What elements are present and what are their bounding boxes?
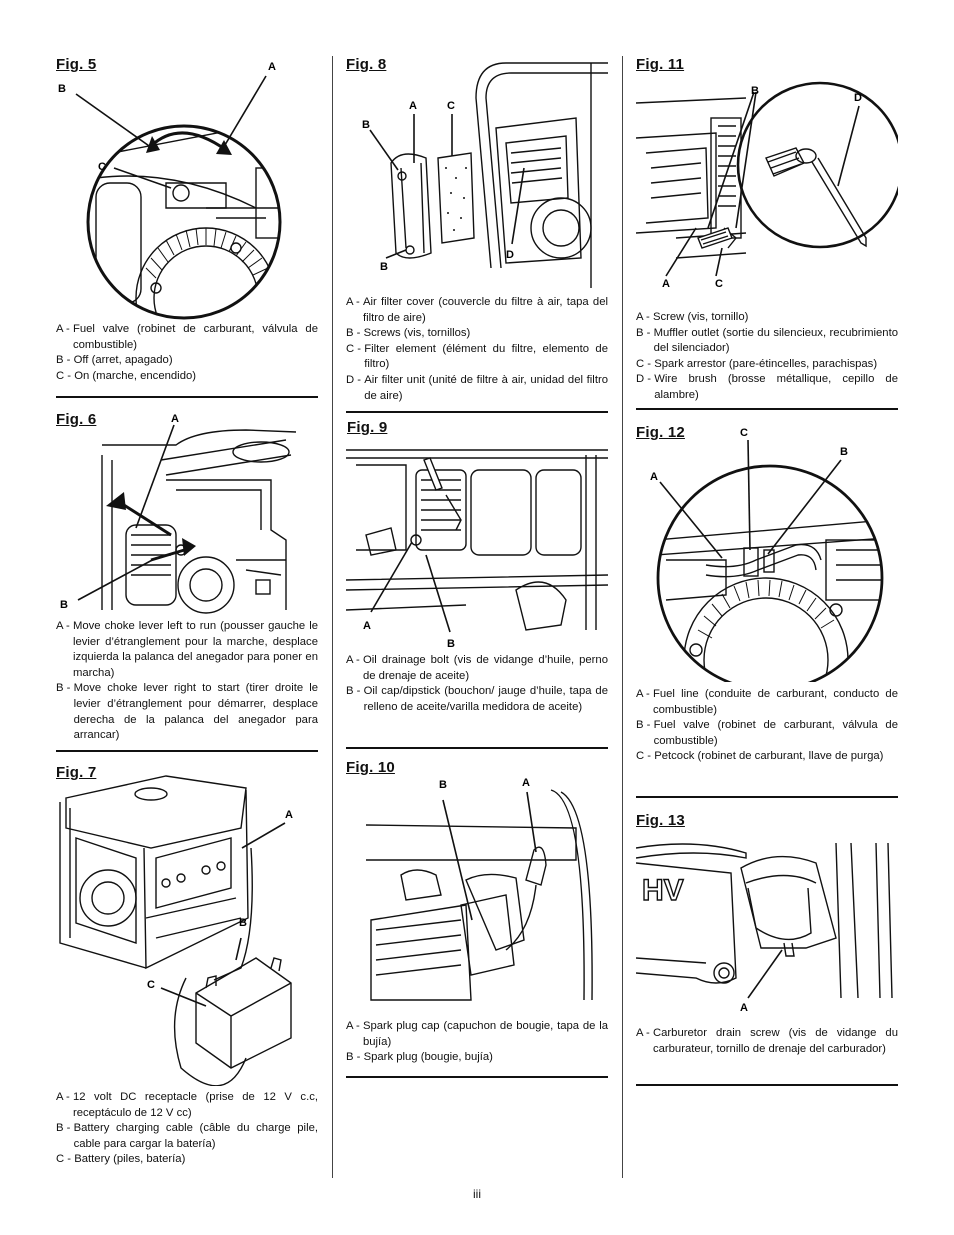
fig12-title: Fig. 12 [636, 424, 685, 441]
column-divider-left [332, 56, 333, 1178]
fig11-illustration-spark-arrestor: B D A C [636, 78, 898, 306]
page-number: iii [473, 1187, 481, 1201]
fig9-rule [346, 747, 608, 749]
fig7-legend: A - 12 volt DC receptacle (prise de 12 V… [56, 1090, 318, 1168]
fig5-callout-c: C [98, 161, 106, 173]
legend-item: C - Filter element (élément du filtre, e… [346, 342, 608, 371]
fig6-callout-a: A [171, 413, 179, 425]
fig13-legend: A - Carburetor drain screw (vis de vidan… [636, 1026, 898, 1057]
fig7-callout-b: B [239, 917, 247, 929]
fig5-legend: A - Fuel valve (robinet de carburant, vá… [56, 322, 318, 384]
fig8-title: Fig. 8 [346, 56, 387, 73]
legend-item: B - Off (arret, apagado) [56, 354, 173, 367]
fig8-rule [346, 411, 608, 413]
fig7-title: Fig. 7 [56, 764, 97, 781]
fig9-title: Fig. 9 [347, 419, 388, 436]
fig13-hv-engine-mark: HV [642, 874, 684, 907]
fig10-illustration-spark-plug: B A [346, 770, 608, 1010]
legend-item: A - Oil drainage bolt (vis de vidange d’… [346, 654, 608, 682]
fig13-callout-a: A [740, 1002, 748, 1014]
legend-item: B - Spark plug (bougie, bujía) [346, 1051, 493, 1064]
fig8-callout-a: A [409, 100, 417, 112]
legend-item: A - Fuel valve (robinet de carburant, vá… [56, 323, 318, 351]
fig8-callout-c: C [447, 100, 455, 112]
fig12-legend: A - Fuel line (conduite de carburant, co… [636, 687, 898, 765]
fig6-title: Fig. 6 [56, 411, 97, 428]
fig10-title: Fig. 10 [346, 759, 395, 776]
legend-item: C - Petcock (robinet de carburant, llave… [636, 750, 884, 763]
fig7-callout-c: C [147, 979, 155, 991]
legend-item: A - Air filter cover (couvercle du filtr… [346, 296, 608, 324]
legend-item: B - Move choke lever right to start (tir… [56, 682, 318, 742]
fig7-illustration-battery-charging: A B C [56, 768, 318, 1086]
fig8-callout-d: D [506, 249, 514, 261]
legend-item: C - On (marche, encendido) [56, 369, 197, 382]
fig13-rule [636, 1084, 898, 1086]
legend-item: B - Oil cap/dipstick (bouchon/ jauge d’h… [346, 685, 608, 713]
legend-item: A - Fuel line (conduite de carburant, co… [636, 688, 898, 716]
fig12-callout-c: C [740, 427, 748, 439]
column-divider-right [622, 56, 623, 1178]
legend-item: D - Wire brush (brosse métallique, cepil… [636, 373, 898, 401]
fig12-callout-a: A [650, 471, 658, 483]
fig8-legend: A - Air filter cover (couvercle du filtr… [346, 295, 608, 404]
fig13-illustration-carburetor-drain: HV A [636, 838, 898, 1018]
fig8-callout-b-lower: B [380, 261, 388, 273]
fig11-callout-a: A [662, 278, 670, 290]
fig8-callout-b: B [362, 119, 370, 131]
fig9-callout-b: B [447, 638, 455, 650]
fig5-callout-b: B [58, 83, 66, 95]
fig11-rule [636, 408, 898, 410]
fig5-rule [56, 396, 318, 398]
legend-item: A - Move choke lever left to run (pousse… [56, 620, 318, 679]
fig11-callout-c: C [715, 278, 723, 290]
fig13-title: Fig. 13 [636, 812, 685, 829]
fig9-legend: A - Oil drainage bolt (vis de vidange d’… [346, 653, 608, 715]
fig10-callout-b: B [439, 779, 447, 791]
legend-item: A - Spark plug cap (capuchon de bougie, … [346, 1020, 608, 1048]
fig11-title: Fig. 11 [636, 56, 685, 73]
fig6-rule [56, 750, 318, 752]
fig7-callout-a: A [285, 809, 293, 821]
fig6-legend: A - Move choke lever left to run (pousse… [56, 619, 318, 744]
fig12-callout-b: B [840, 446, 848, 458]
fig10-legend: A - Spark plug cap (capuchon de bougie, … [346, 1019, 608, 1066]
fig8-illustration-air-filter: A C B B D [346, 58, 608, 288]
legend-item: D - Air filter unit (unité de filtre à a… [346, 373, 608, 402]
legend-item: C - Spark arrestor (pare-étincelles, par… [636, 357, 878, 370]
fig11-legend: A - Screw (vis, tornillo) B - Muffler ou… [636, 310, 898, 404]
legend-item: B - Fuel valve (robinet de carburant, vá… [636, 719, 898, 747]
fig11-callout-b: B [751, 85, 759, 97]
fig9-illustration-oil-drain: A B [346, 440, 608, 650]
legend-item: A - Carburetor drain screw (vis de vidan… [636, 1027, 898, 1055]
fig5-title: Fig. 5 [56, 56, 97, 73]
legend-item: B - Screws (vis, tornillos) [346, 327, 471, 340]
fig10-rule [346, 1076, 608, 1078]
fig6-illustration-choke-lever: A B [56, 410, 318, 615]
fig12-rule [636, 796, 898, 798]
fig6-callout-b: B [60, 599, 68, 611]
legend-item: B - Battery charging cable (câble du cha… [56, 1122, 318, 1150]
fig12-illustration-fuel-line: C B A [636, 420, 898, 682]
fig5-callout-a: A [268, 61, 276, 73]
legend-item: B - Muffler outlet (sortie du silencieux… [636, 326, 898, 355]
fig9-callout-a: A [363, 620, 371, 632]
legend-item: C - Battery (piles, batería) [56, 1153, 186, 1166]
fig10-callout-a: A [522, 777, 530, 789]
legend-item: A - Screw (vis, tornillo) [636, 311, 749, 323]
fig5-illustration-fuel-valve: A B C [56, 58, 318, 320]
legend-item: A - 12 volt DC receptacle (prise de 12 V… [56, 1091, 318, 1119]
fig11-callout-d: D [854, 92, 862, 104]
